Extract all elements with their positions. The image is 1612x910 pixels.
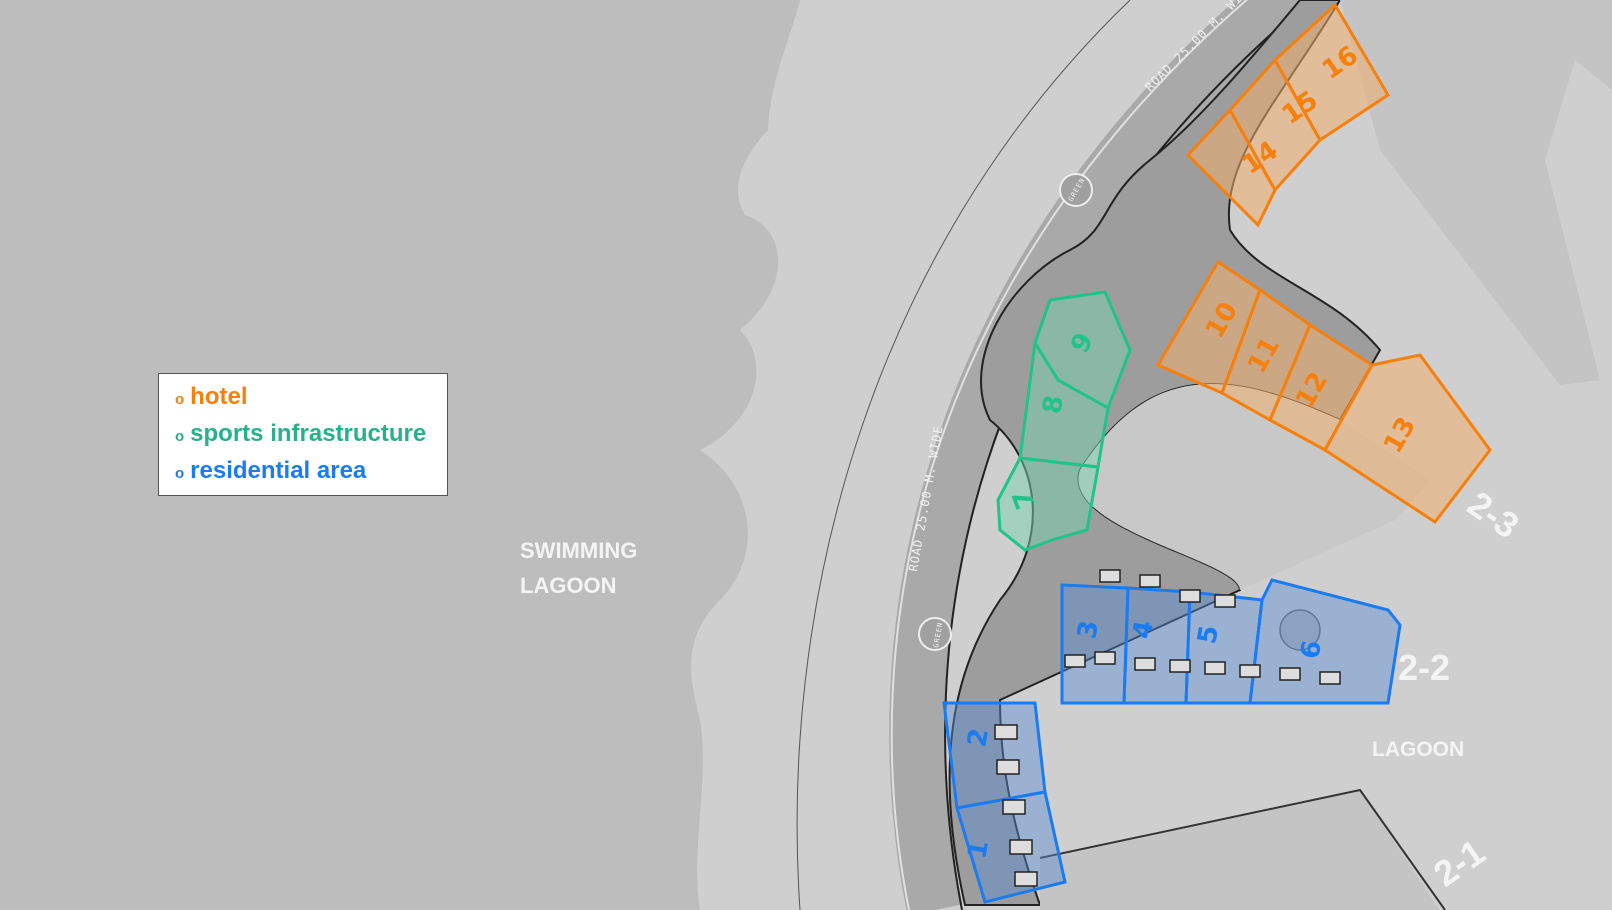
zone-label-2-1: 2-1 bbox=[1426, 831, 1492, 894]
road-edge-line bbox=[890, 0, 1249, 910]
villa bbox=[996, 759, 1020, 775]
villa bbox=[1014, 871, 1038, 887]
villa bbox=[1009, 839, 1033, 855]
legend-item-sports: o sports infrastructure bbox=[175, 417, 431, 454]
sports-zone bbox=[996, 290, 1132, 552]
villa-footprints bbox=[994, 569, 1341, 887]
villa bbox=[1214, 594, 1236, 608]
villa bbox=[1204, 661, 1226, 675]
cul-de-sac bbox=[1279, 609, 1321, 651]
bullet-icon: o bbox=[175, 391, 185, 408]
villa bbox=[1239, 664, 1261, 678]
zone-label-2-3: 2-3 bbox=[1460, 483, 1526, 546]
outer-boundary-line bbox=[796, 0, 1131, 910]
bullet-icon: o bbox=[175, 428, 185, 445]
legend-item-residential: o residential area bbox=[175, 454, 431, 491]
villa bbox=[1139, 574, 1161, 588]
villa bbox=[1179, 589, 1201, 603]
zone-label-2-2: 2-2 bbox=[1398, 647, 1450, 688]
plot-16[interactable] bbox=[1273, 2, 1391, 143]
road-edge-line bbox=[944, 0, 1311, 910]
plot-4[interactable] bbox=[1122, 586, 1192, 705]
legend-label: residential area bbox=[190, 457, 367, 484]
hotel-zone bbox=[1155, 2, 1492, 525]
legend-label: hotel bbox=[190, 383, 248, 410]
shoreline bbox=[1039, 788, 1446, 910]
swimming-lagoon-label-2: LAGOON bbox=[520, 573, 617, 598]
lagoon-area bbox=[1040, 790, 1440, 910]
villa bbox=[1094, 651, 1116, 665]
plot-number-2: 2 bbox=[962, 726, 995, 749]
plot-13[interactable] bbox=[1323, 353, 1492, 525]
plot-number-4: 4 bbox=[1127, 618, 1160, 641]
plot-3[interactable] bbox=[1060, 583, 1130, 705]
plot-number-3: 3 bbox=[1072, 618, 1105, 641]
swimming-lagoon-label-1: SWIMMING bbox=[520, 538, 637, 563]
plot-2[interactable] bbox=[942, 701, 1047, 810]
villa bbox=[1099, 569, 1121, 583]
villa bbox=[1319, 671, 1341, 685]
lagoon-label: LAGOON bbox=[1372, 738, 1464, 761]
plot-number-1: 1 bbox=[962, 838, 995, 861]
villa bbox=[1002, 799, 1026, 815]
villa bbox=[1169, 659, 1191, 673]
legend-label: sports infrastructure bbox=[190, 420, 427, 447]
plot-number-5: 5 bbox=[1192, 623, 1225, 646]
bullet-icon: o bbox=[175, 465, 185, 482]
villa bbox=[994, 724, 1018, 740]
villa bbox=[1064, 654, 1086, 668]
ring-road bbox=[889, 0, 1308, 910]
lagoon-area bbox=[1340, 0, 1612, 385]
roundabout-bottom bbox=[918, 617, 952, 651]
plot-7[interactable] bbox=[996, 456, 1100, 552]
villa bbox=[1134, 657, 1156, 671]
roundabout-top bbox=[1059, 173, 1093, 207]
plot-8[interactable] bbox=[1018, 338, 1110, 469]
plot-number-6: 6 bbox=[1295, 638, 1328, 661]
villa bbox=[1279, 667, 1301, 681]
plot-number-8: 8 bbox=[1037, 393, 1070, 416]
